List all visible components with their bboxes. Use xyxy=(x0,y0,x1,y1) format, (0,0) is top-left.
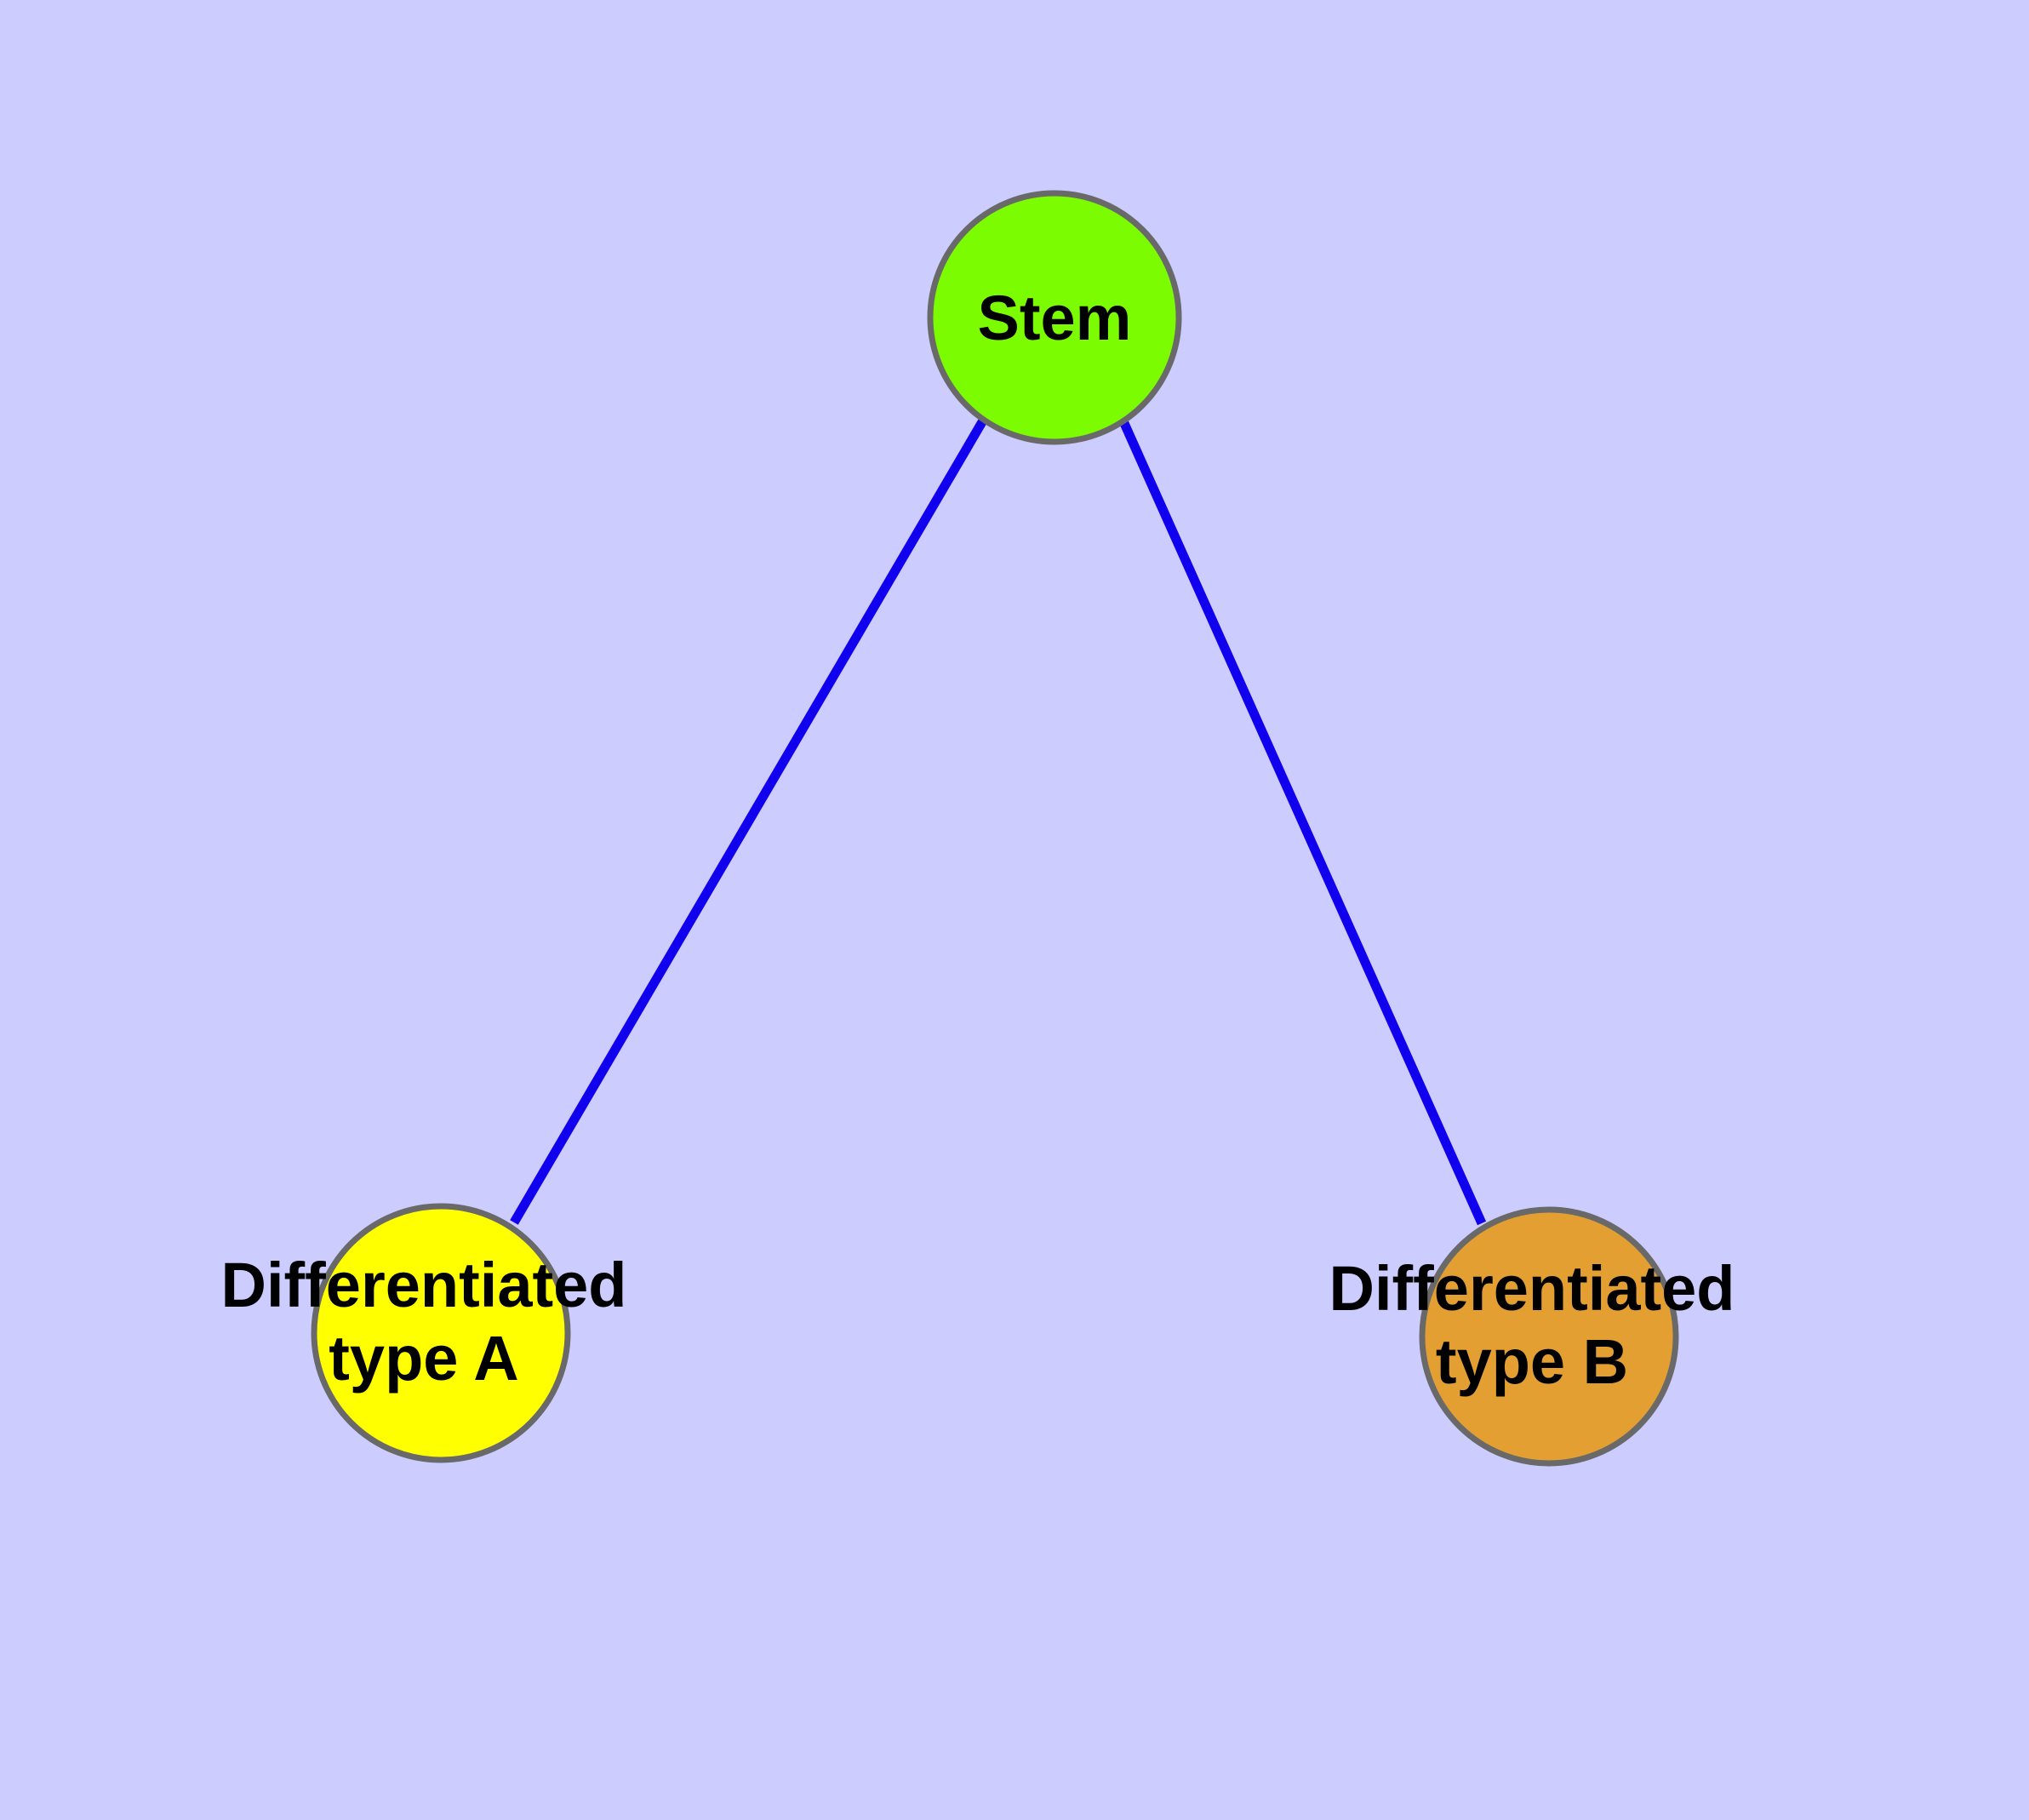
edge-stem-to-diff-b[interactable] xyxy=(1118,419,1487,1226)
node-label-stem: Stem xyxy=(978,283,1132,353)
node-label-line: type B xyxy=(1436,1326,1628,1397)
node-diff-a[interactable] xyxy=(311,1203,571,1463)
node-diff-b[interactable] xyxy=(1419,1206,1679,1467)
node-layer xyxy=(311,190,1679,1467)
node-label-line: Differentiated xyxy=(1329,1253,1735,1324)
node-label-line: type A xyxy=(329,1323,518,1394)
node-stem[interactable] xyxy=(927,190,1182,445)
edge-layer xyxy=(510,418,1487,1226)
edge-stem-to-diff-a[interactable] xyxy=(510,418,987,1225)
node-label-line: Stem xyxy=(978,283,1132,353)
node-label-line: Differentiated xyxy=(221,1250,627,1320)
